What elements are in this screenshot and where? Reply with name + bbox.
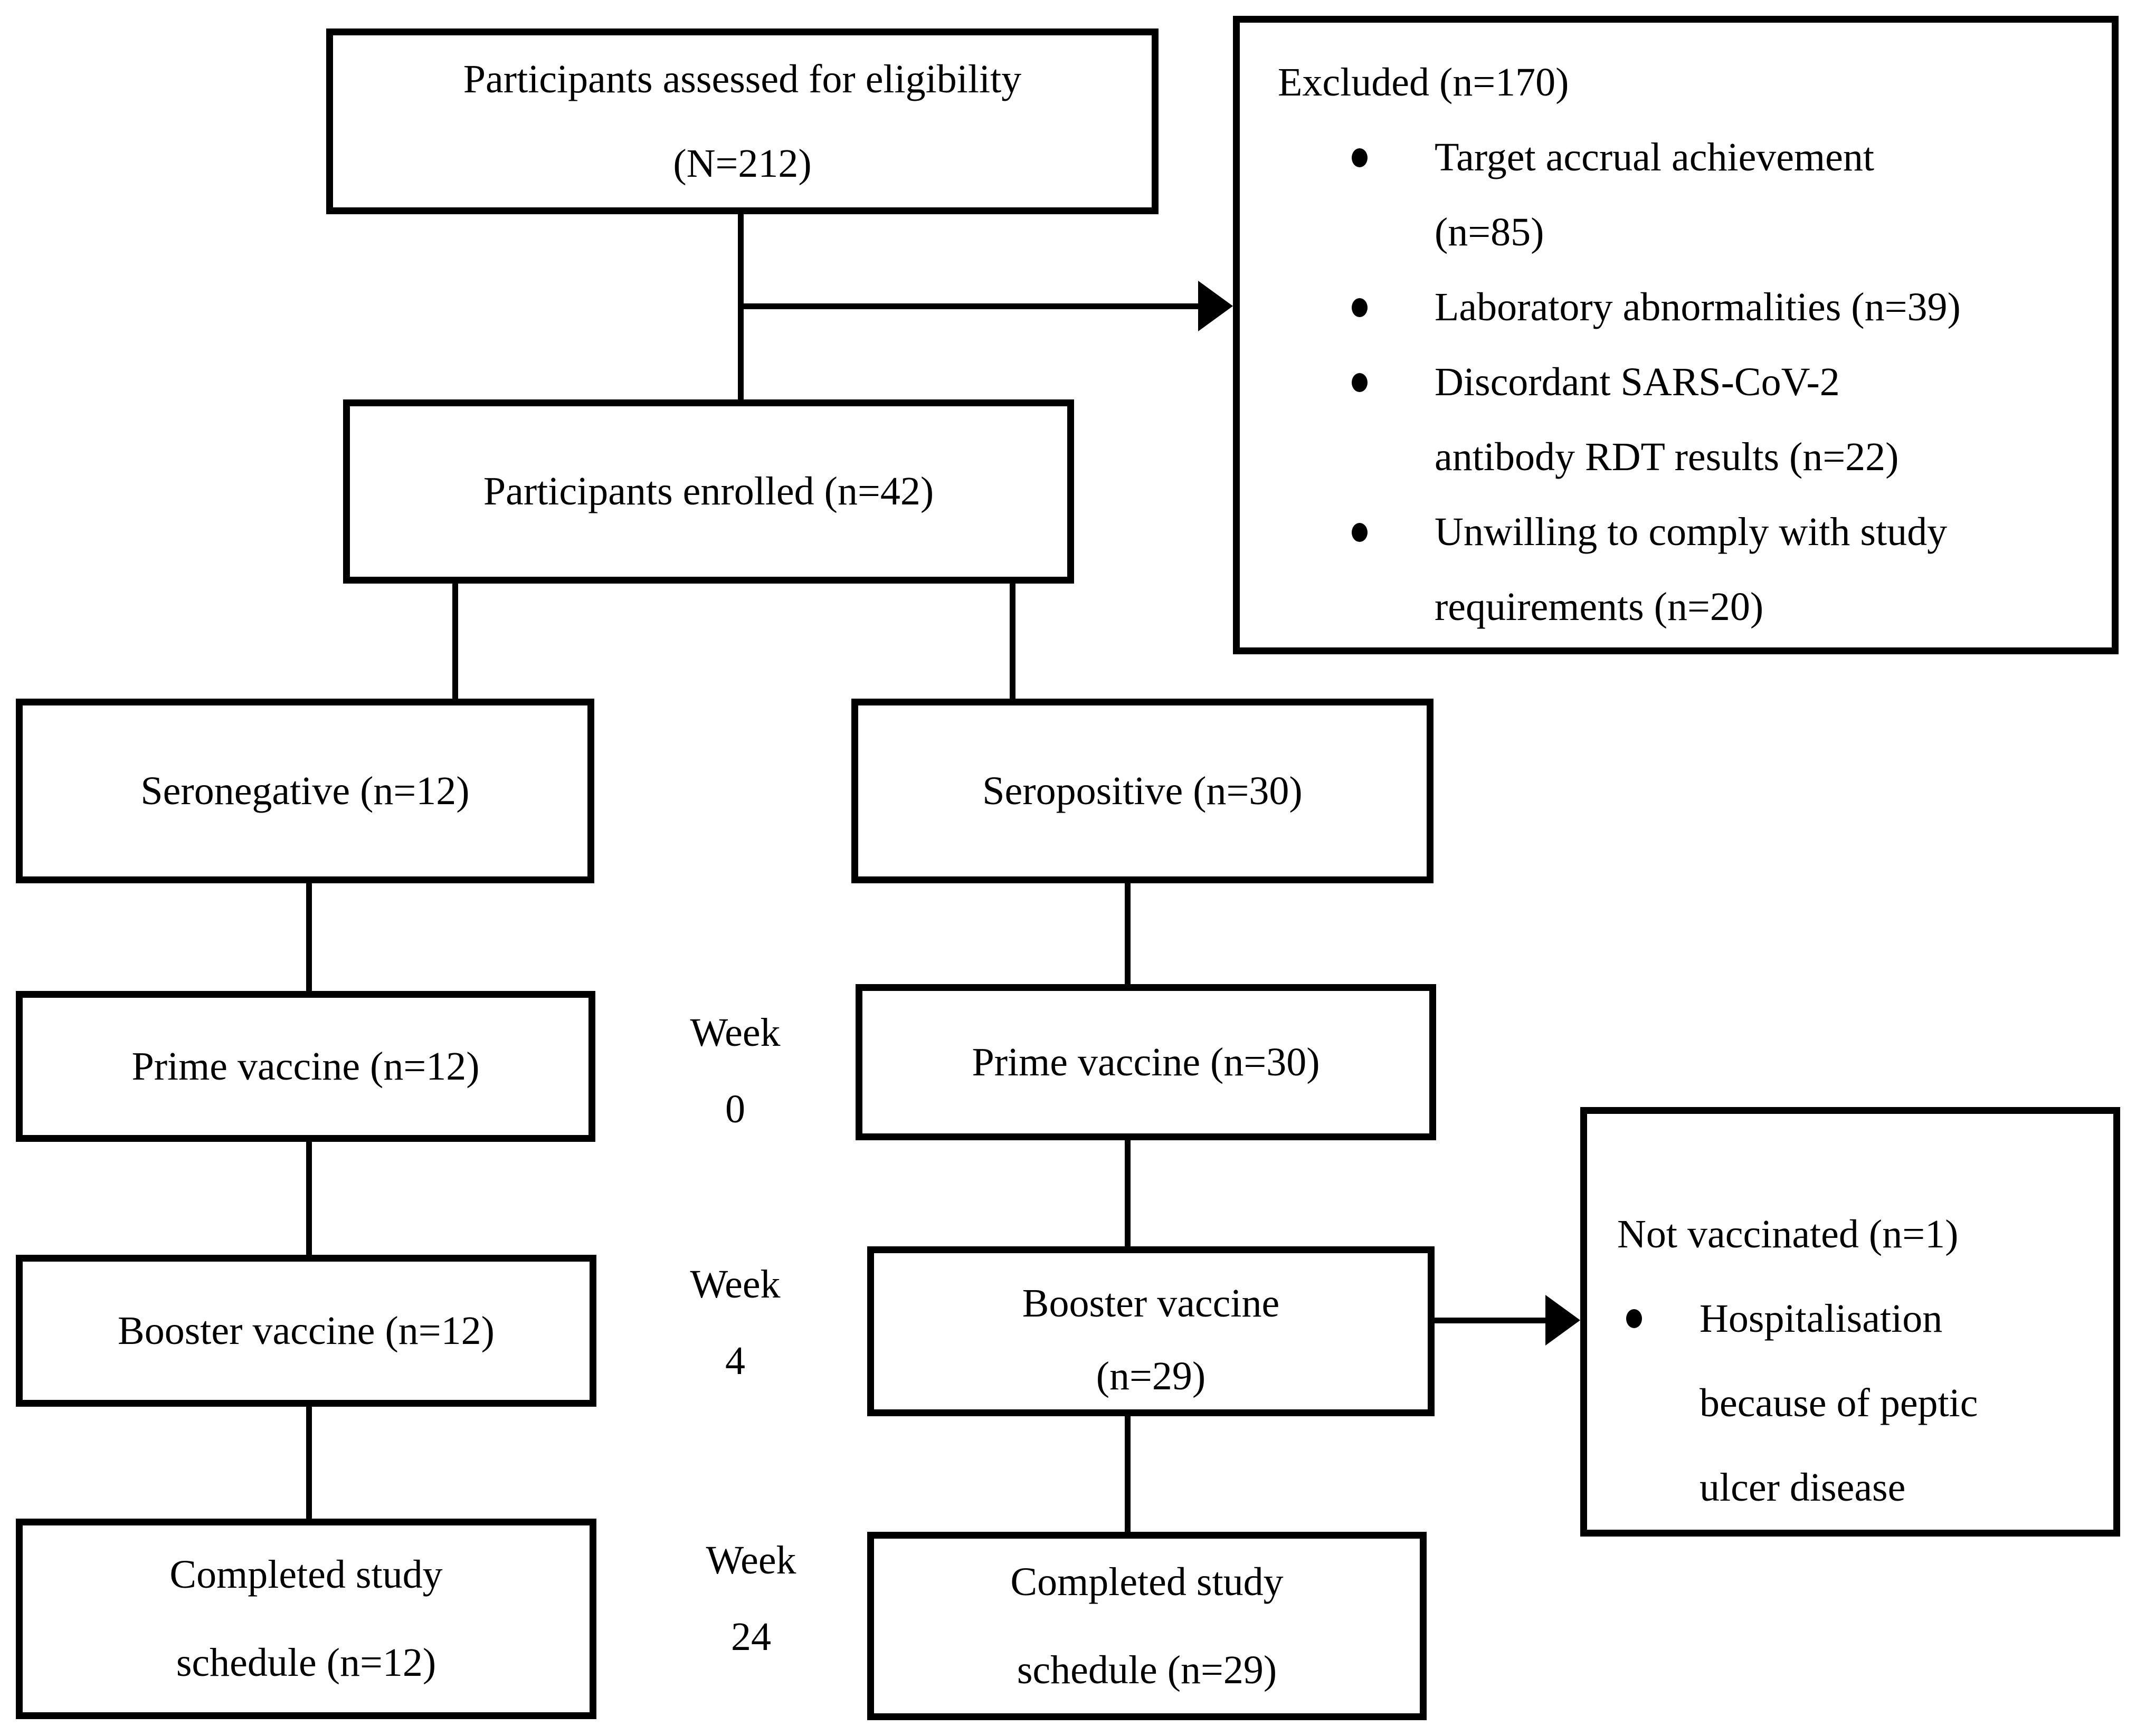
not-vaccinated-item-line: because of peptic <box>1700 1381 1978 1425</box>
excluded-item-line: Unwilling to comply with study <box>1435 510 1948 554</box>
box-prime-vaccine-seronegative: Prime vaccine (n=12) <box>16 991 595 1142</box>
week-4-label: Week 4 <box>661 1246 809 1399</box>
week-0-word: Week <box>690 1010 781 1055</box>
connector-enrolled-to-seronegative <box>452 584 458 699</box>
excluded-item-discordant-rdt: Discordant SARS-CoV-2 antibody RDT resul… <box>1352 345 2091 494</box>
connector-prime-to-booster-left <box>306 1142 312 1255</box>
connector-booster-to-completed-right <box>1125 1416 1131 1532</box>
box-seronegative: Seronegative (n=12) <box>16 699 594 883</box>
connector-enrolled-to-seropositive <box>1010 584 1015 699</box>
seronegative-line: Seronegative (n=12) <box>140 768 470 813</box>
booster-right-line-1: Booster vaccine <box>1022 1281 1280 1325</box>
arrow-head-excluded <box>1198 281 1233 331</box>
week-24-number: 24 <box>731 1615 771 1659</box>
excluded-item-line: Laboratory abnormalities (n=39) <box>1435 285 1961 329</box>
not-vaccinated-item-line: ulcer disease <box>1700 1465 1906 1510</box>
excluded-item-line: requirements (n=20) <box>1435 585 1764 629</box>
completed-right-line-1: Completed study <box>1010 1559 1284 1604</box>
excluded-item-line: antibody RDT results (n=22) <box>1435 435 1899 479</box>
bullet-icon <box>1352 298 1368 317</box>
box-participants-enrolled: Participants enrolled (n=42) <box>343 399 1074 584</box>
not-vaccinated-item-hospitalisation: Hospitalisation because of peptic ulcer … <box>1626 1276 2097 1530</box>
bullet-icon <box>1352 373 1368 392</box>
assessed-count: (N=212) <box>673 141 812 186</box>
booster-left-line: Booster vaccine (n=12) <box>118 1308 495 1353</box>
seropositive-line: Seropositive (n=30) <box>982 768 1303 813</box>
excluded-item-unwilling: Unwilling to comply with study requireme… <box>1352 494 2091 644</box>
excluded-item-line: Target accrual achievement <box>1435 135 1874 179</box>
enrolled-line: Participants enrolled (n=42) <box>483 469 934 513</box>
box-booster-vaccine-seronegative: Booster vaccine (n=12) <box>16 1255 596 1407</box>
excluded-item-line: (n=85) <box>1435 210 1544 254</box>
connector-booster-to-completed-left <box>306 1407 312 1519</box>
box-participants-assessed: Participants assessed for eligibility (N… <box>326 28 1159 214</box>
connector-to-not-vaccinated-shaft <box>1435 1318 1548 1323</box>
box-booster-vaccine-seropositive: Booster vaccine (n=29) <box>867 1246 1435 1416</box>
box-not-vaccinated: Not vaccinated (n=1) Hospitalisation bec… <box>1580 1107 2120 1537</box>
box-excluded: Excluded (n=170) Target accrual achievem… <box>1233 16 2119 654</box>
not-vaccinated-title: Not vaccinated (n=1) <box>1617 1212 1959 1256</box>
week-4-number: 4 <box>725 1339 745 1383</box>
week-24-label: Week 24 <box>677 1522 825 1675</box>
completed-left-line-1: Completed study <box>169 1552 443 1597</box>
connector-seronegative-to-prime <box>306 883 312 991</box>
booster-right-line-2: (n=29) <box>1096 1354 1206 1398</box>
excluded-title: Excluded (n=170) <box>1278 60 1569 104</box>
bullet-icon <box>1352 148 1368 167</box>
box-prime-vaccine-seropositive: Prime vaccine (n=30) <box>856 984 1436 1140</box>
week-24-word: Week <box>706 1538 796 1582</box>
box-completed-schedule-seropositive: Completed study schedule (n=29) <box>867 1532 1427 1720</box>
connector-to-excluded-shaft <box>738 303 1201 309</box>
week-4-word: Week <box>690 1262 781 1306</box>
week-0-label: Week 0 <box>661 995 809 1148</box>
excluded-item-target-accrual: Target accrual achievement (n=85) <box>1352 120 2091 270</box>
assessed-line-1: Participants assessed for eligibility <box>463 57 1022 101</box>
bullet-icon <box>1352 523 1368 542</box>
week-0-number: 0 <box>725 1087 745 1131</box>
box-completed-schedule-seronegative: Completed study schedule (n=12) <box>16 1519 596 1719</box>
box-seropositive: Seropositive (n=30) <box>851 699 1434 883</box>
prime-right-line: Prime vaccine (n=30) <box>972 1039 1320 1084</box>
prime-left-line: Prime vaccine (n=12) <box>131 1044 480 1089</box>
completed-left-line-2: schedule (n=12) <box>176 1640 436 1685</box>
completed-right-line-2: schedule (n=29) <box>1017 1647 1277 1692</box>
connector-prime-to-booster-right <box>1125 1140 1131 1246</box>
excluded-item-lab-abnormalities: Laboratory abnormalities (n=39) <box>1352 270 2091 345</box>
excluded-item-line: Discordant SARS-CoV-2 <box>1435 360 1840 404</box>
arrow-head-not-vaccinated <box>1545 1295 1580 1346</box>
not-vaccinated-item-line: Hospitalisation <box>1700 1296 1943 1341</box>
connector-seropositive-to-prime <box>1125 883 1131 984</box>
bullet-icon <box>1626 1309 1642 1328</box>
